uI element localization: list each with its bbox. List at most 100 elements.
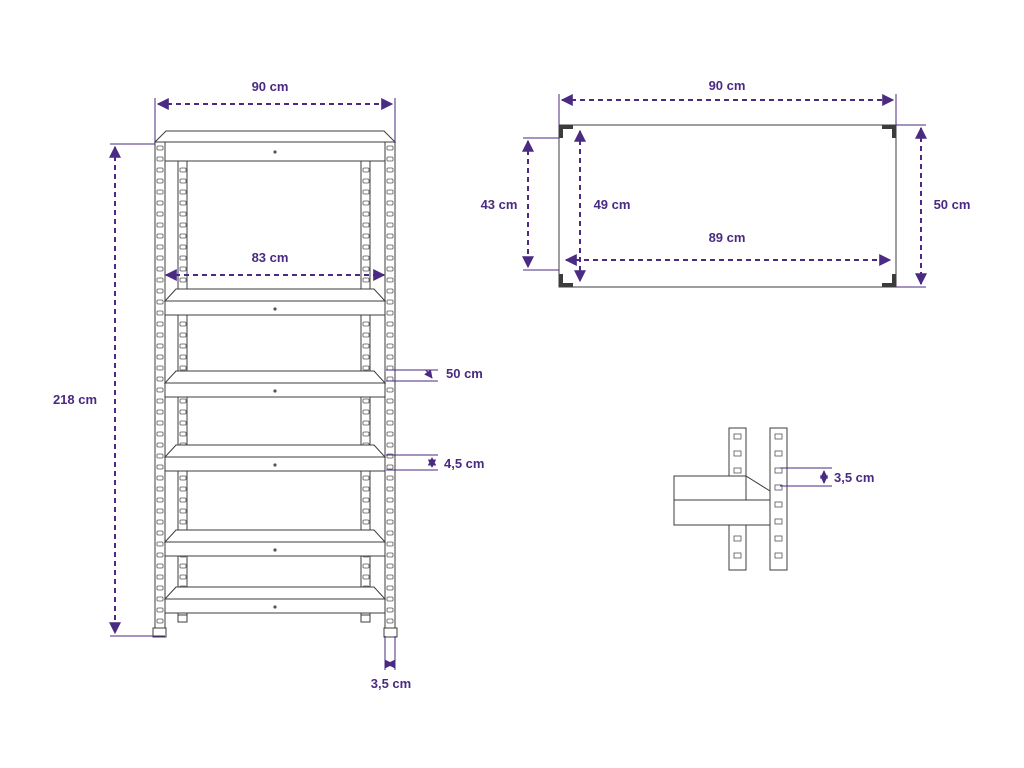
rear-right-foot <box>360 615 371 623</box>
detail-hole <box>733 467 742 474</box>
upright-hole <box>179 321 187 327</box>
shelf <box>163 288 387 316</box>
upright-hole <box>156 365 164 371</box>
shelf-depth-label: 50 cm <box>446 366 483 381</box>
upright-hole <box>386 233 394 239</box>
upright-hole <box>386 321 394 327</box>
upright-hole <box>386 244 394 250</box>
upright-hole <box>386 497 394 503</box>
upright-hole <box>362 574 370 580</box>
inner-depth-dimension: 49 cm <box>574 129 631 283</box>
upright-hole <box>179 255 187 261</box>
upright-hole <box>156 354 164 360</box>
detail-front-upright <box>769 427 788 571</box>
upright-hole <box>156 585 164 591</box>
upright-hole <box>156 387 164 393</box>
corner-bracket-tr <box>882 125 896 138</box>
upright-hole <box>386 618 394 624</box>
upright-hole <box>179 266 187 272</box>
upright-hole <box>362 167 370 173</box>
front-width-label: 90 cm <box>252 79 289 94</box>
corner-bracket-bl <box>559 274 573 287</box>
upright-hole <box>179 233 187 239</box>
upright-hole <box>386 299 394 305</box>
upright-hole <box>362 519 370 525</box>
inner-depth-label: 49 cm <box>594 197 631 212</box>
upright-hole <box>386 255 394 261</box>
upright-hole <box>386 563 394 569</box>
upright-hole <box>386 178 394 184</box>
upright-hole <box>362 398 370 404</box>
upright-hole <box>179 277 187 283</box>
upright-hole <box>362 409 370 415</box>
top-shelf-screw <box>273 150 277 154</box>
upright-hole <box>156 255 164 261</box>
upright-hole <box>362 354 370 360</box>
corner-bracket-tl <box>559 125 573 138</box>
upright-hole <box>179 486 187 492</box>
upright-hole <box>362 189 370 195</box>
upright-hole <box>386 552 394 558</box>
upright-hole <box>156 508 164 514</box>
shelf <box>163 586 387 614</box>
upright-hole <box>362 420 370 426</box>
upright-hole <box>156 464 164 470</box>
upright-hole <box>179 508 187 514</box>
upright-hole <box>386 200 394 206</box>
upright-hole <box>156 321 164 327</box>
upright-hole <box>362 244 370 250</box>
upright-hole <box>156 299 164 305</box>
upright-hole <box>362 431 370 437</box>
upright-hole <box>156 607 164 613</box>
top-shelf-cap <box>153 130 397 143</box>
upright-hole <box>362 178 370 184</box>
detail-view <box>673 427 788 571</box>
detail-hole <box>733 552 742 559</box>
upright-hole <box>386 277 394 283</box>
upright-hole <box>156 178 164 184</box>
corner-bracket-br <box>882 274 896 287</box>
shelf <box>163 444 387 472</box>
upright-hole <box>179 189 187 195</box>
shelf <box>163 529 387 557</box>
upright-hole <box>156 376 164 382</box>
upright-hole <box>386 310 394 316</box>
upright-hole <box>156 310 164 316</box>
detail-hole <box>774 501 783 508</box>
upright-hole <box>386 464 394 470</box>
upright-hole <box>156 453 164 459</box>
right-foot <box>383 627 398 638</box>
inner-width-label: 83 cm <box>252 250 289 265</box>
detail-hole <box>774 535 783 542</box>
upright-hole <box>386 211 394 217</box>
upright-hole <box>386 530 394 536</box>
upright-hole <box>386 387 394 393</box>
upright-hole <box>179 398 187 404</box>
top-inner-width-label: 89 cm <box>709 230 746 245</box>
upright-hole <box>156 420 164 426</box>
upright-hole <box>156 332 164 338</box>
upright-hole <box>156 442 164 448</box>
upright-hole <box>179 409 187 415</box>
upright-hole <box>386 585 394 591</box>
detail-hole <box>733 450 742 457</box>
upright-hole <box>362 508 370 514</box>
detail-hole <box>733 433 742 440</box>
upright-hole <box>156 398 164 404</box>
upright-hole <box>179 365 187 371</box>
detail-hole <box>774 450 783 457</box>
upright-hole <box>386 596 394 602</box>
upright-hole <box>156 530 164 536</box>
upright-hole <box>179 211 187 217</box>
upright-hole <box>156 486 164 492</box>
detail-hole <box>774 552 783 559</box>
upright-hole <box>179 420 187 426</box>
top-width-dimension: 90 cm <box>558 78 897 125</box>
left-depth-dimension: 43 cm <box>481 137 559 271</box>
upright-hole <box>156 431 164 437</box>
upright-hole <box>362 211 370 217</box>
front-view <box>152 130 398 638</box>
upright-hole <box>362 277 370 283</box>
detail-hole <box>774 518 783 525</box>
